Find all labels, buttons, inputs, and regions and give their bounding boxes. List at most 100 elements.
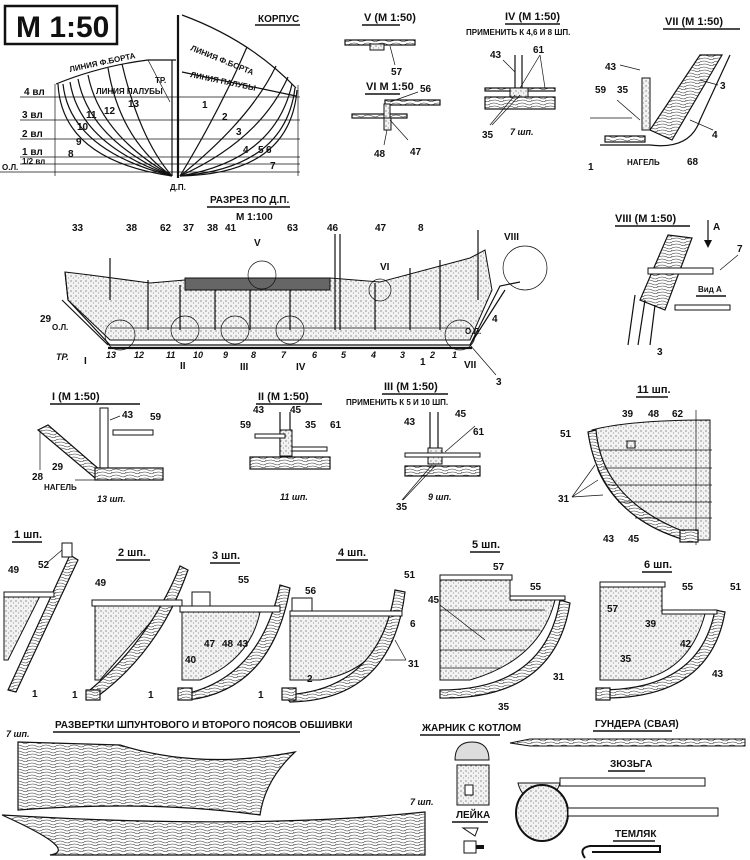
watering-can-label: ЛЕЙКА — [456, 808, 490, 821]
body-plan-title: КОРПУС — [258, 14, 299, 25]
waterline-1: 1 вл — [22, 147, 43, 158]
callout: 35 — [305, 420, 317, 431]
baseline-label: О.Л. — [2, 163, 18, 172]
frame-number: 1 — [202, 100, 208, 111]
callout: 35 — [396, 502, 408, 513]
callout: 51 — [404, 570, 416, 581]
frame-number: 8 — [68, 149, 74, 160]
detail-note: ПРИМЕНИТЬ К 4,6 И 8 ШП. — [466, 28, 570, 37]
detail-marker: VIII — [504, 232, 519, 243]
callout: 4 — [712, 130, 718, 141]
detail-title: III (М 1:50) — [384, 381, 438, 393]
callout: 1 — [32, 689, 38, 700]
frame-number: 2 — [222, 112, 228, 123]
planking-title: РАЗВЕРТКИ ШПУНТОВОГО И ВТОРОГО ПОЯСОВ ОБ… — [55, 720, 352, 731]
centerline-label: Д.П. — [170, 183, 186, 192]
callout: 55 — [682, 582, 694, 593]
frame-label: 7 шп. — [510, 127, 534, 137]
frame-number: 1 — [452, 350, 457, 360]
callout: 49 — [95, 578, 107, 589]
callout: 45 — [428, 595, 440, 606]
detail-marker: VII — [464, 360, 476, 371]
callout: 39 — [622, 409, 634, 420]
frame-label: 7 шп. — [410, 797, 434, 807]
frame-number: 2 — [429, 350, 435, 360]
callout: 42 — [680, 639, 692, 650]
detail-title: VII (М 1:50) — [665, 16, 723, 28]
brazier-label: ЖАРНИК С КОТЛОМ — [421, 723, 521, 734]
callout: 31 — [553, 672, 565, 683]
pole-label: ГУНДЕРА (СВАЯ) — [595, 719, 679, 730]
callout: 62 — [672, 409, 684, 420]
callout: 63 — [287, 223, 299, 234]
callout: 33 — [72, 223, 84, 234]
detail-marker: IV — [296, 362, 306, 373]
treenail-label: НАГЕЛЬ — [627, 158, 660, 167]
waterline-half: 1/2 вл — [22, 157, 45, 166]
callout: 43 — [122, 410, 134, 421]
frame-number: 8 — [251, 350, 256, 360]
callout: 3 — [657, 347, 663, 358]
frame-number: 3 — [236, 127, 242, 138]
callout: 43 — [253, 405, 265, 416]
frame-number: 5 — [341, 350, 347, 360]
detail-title: V (М 1:50) — [364, 12, 416, 24]
callout: 55 — [530, 582, 542, 593]
frame-number: 9 — [76, 137, 82, 148]
frame-number: 10 — [193, 350, 203, 360]
detail-vii: VII (М 1:50) 43 59 35 3 4 1 68 НАГЕЛЬ — [588, 16, 740, 173]
callout: 59 — [150, 412, 162, 423]
callout: 31 — [558, 494, 570, 505]
baseline-label: О.Л. — [465, 327, 481, 336]
callout: 41 — [225, 223, 237, 234]
deck-line-label-left: ЛИНИЯ ПАЛУБЫ — [96, 87, 163, 96]
callout: 35 — [498, 702, 510, 713]
callout: 31 — [408, 659, 420, 670]
callout: 43 — [237, 639, 249, 650]
callout: 56 — [420, 84, 432, 95]
callout: 45 — [628, 534, 640, 545]
frame-title: 2 шп. — [118, 547, 146, 559]
callout: 47 — [204, 639, 216, 650]
callout: 57 — [493, 562, 505, 573]
frame-number: 11 — [166, 350, 175, 360]
callout: 57 — [391, 67, 403, 78]
frame-title: 5 шп. — [472, 539, 500, 551]
callout: 48 — [374, 149, 386, 160]
frame-number: 9 — [223, 350, 228, 360]
callout: 49 — [8, 565, 20, 576]
frame-number: 12 — [104, 106, 116, 117]
tools: ЖАРНИК С КОТЛОМ ЛЕЙКА ГУНДЕРА (СВАЯ) ЗЮЗ… — [420, 719, 746, 859]
frame-numbers: 1 2 3 4 5 6 7 8 9 10 11 12 13 — [68, 99, 276, 172]
detail-note: ПРИМЕНИТЬ К 5 И 10 ШП. — [346, 398, 448, 407]
callout: 47 — [375, 223, 387, 234]
detail-iv: IV (М 1:50) ПРИМЕНИТЬ К 4,6 И 8 ШП. 43 6… — [466, 11, 570, 141]
callout: 55 — [238, 575, 250, 586]
scale-label: М 1:50 — [16, 11, 109, 44]
detail-title: II (М 1:50) — [258, 391, 309, 403]
callout: 1 — [420, 357, 426, 368]
callout: 52 — [38, 560, 50, 571]
detail-title: I (М 1:50) — [52, 391, 100, 403]
baseline-label: О.Л. — [52, 323, 68, 332]
callout: 1 — [72, 690, 78, 701]
callout: 38 — [207, 223, 219, 234]
callout: 4 — [492, 314, 498, 325]
scoop-net-icon — [515, 784, 719, 842]
callout: 37 — [183, 223, 195, 234]
frame-4-section: 4 шп. 56 51 6 31 2 1 — [258, 547, 420, 703]
callout: 40 — [185, 655, 197, 666]
waterline-4: 4 вл — [24, 87, 45, 98]
detail-marker: V — [254, 238, 261, 249]
frame-label: 7 шп. — [6, 729, 30, 739]
detail-i: I (М 1:50) 43 59 28 29 НАГЕЛЬ 13 шп. — [32, 391, 164, 504]
callout: 48 — [222, 639, 234, 650]
callout: 48 — [648, 409, 660, 420]
frame-3-section: 3 шп. 55 47 48 43 40 1 — [148, 550, 291, 701]
callout: 62 — [160, 223, 172, 234]
frame-title: 3 шп. — [212, 550, 240, 562]
transom-label: ТР. — [155, 76, 166, 85]
callout: 39 — [645, 619, 657, 630]
detail-marker: I — [84, 356, 87, 367]
frame-number: 10 — [77, 122, 89, 133]
